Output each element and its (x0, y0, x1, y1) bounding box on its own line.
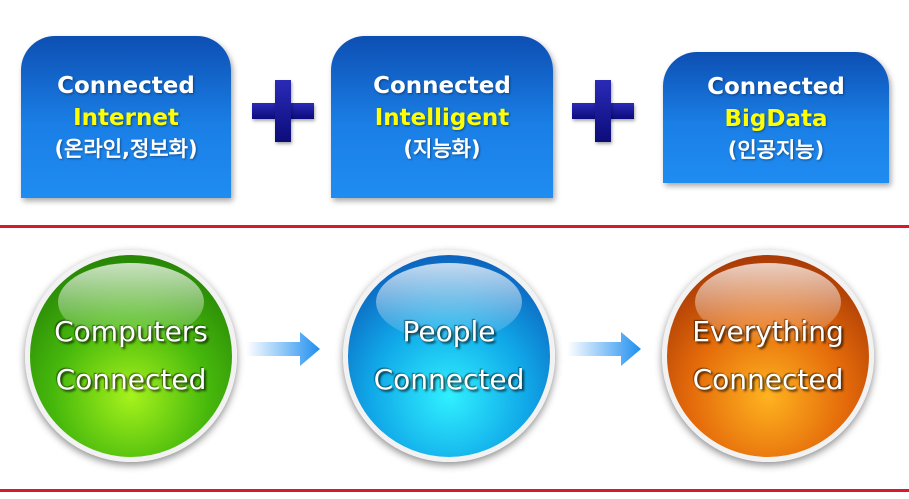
divider-line-bottom (0, 489, 909, 492)
box-line3: (인공지능) (727, 137, 825, 162)
box-line2: Intelligent (374, 105, 510, 131)
arrow-right-icon (567, 332, 641, 366)
sphere-computers-connected: Computers Connected (25, 250, 237, 462)
sphere-line2: Connected (692, 363, 844, 396)
box-line3: (지능화) (403, 137, 481, 161)
box-connected-intelligent: Connected Intelligent (지능화) (331, 36, 553, 198)
box-line1: Connected (373, 73, 511, 99)
sphere-line2: Connected (373, 363, 525, 396)
box-line2: Internet (73, 105, 179, 131)
sphere-line1: Computers (54, 315, 208, 348)
sphere-line2: Connected (55, 363, 207, 396)
box-line2: BigData (724, 105, 828, 132)
box-line1: Connected (57, 73, 195, 99)
divider-line-top (0, 225, 909, 228)
sphere-everything-connected: Everything Connected (662, 250, 874, 462)
box-connected-internet: Connected Internet (온라인,정보화) (21, 36, 231, 198)
arrow-right-icon (246, 332, 320, 366)
sphere-line1: People (402, 315, 496, 348)
box-line3: (온라인,정보화) (54, 137, 198, 161)
box-line1: Connected (707, 73, 845, 100)
sphere-people-connected: People Connected (343, 250, 555, 462)
plus-icon (572, 80, 634, 142)
box-connected-bigdata: Connected BigData (인공지능) (663, 52, 889, 183)
plus-icon (252, 80, 314, 142)
sphere-line1: Everything (692, 315, 844, 348)
